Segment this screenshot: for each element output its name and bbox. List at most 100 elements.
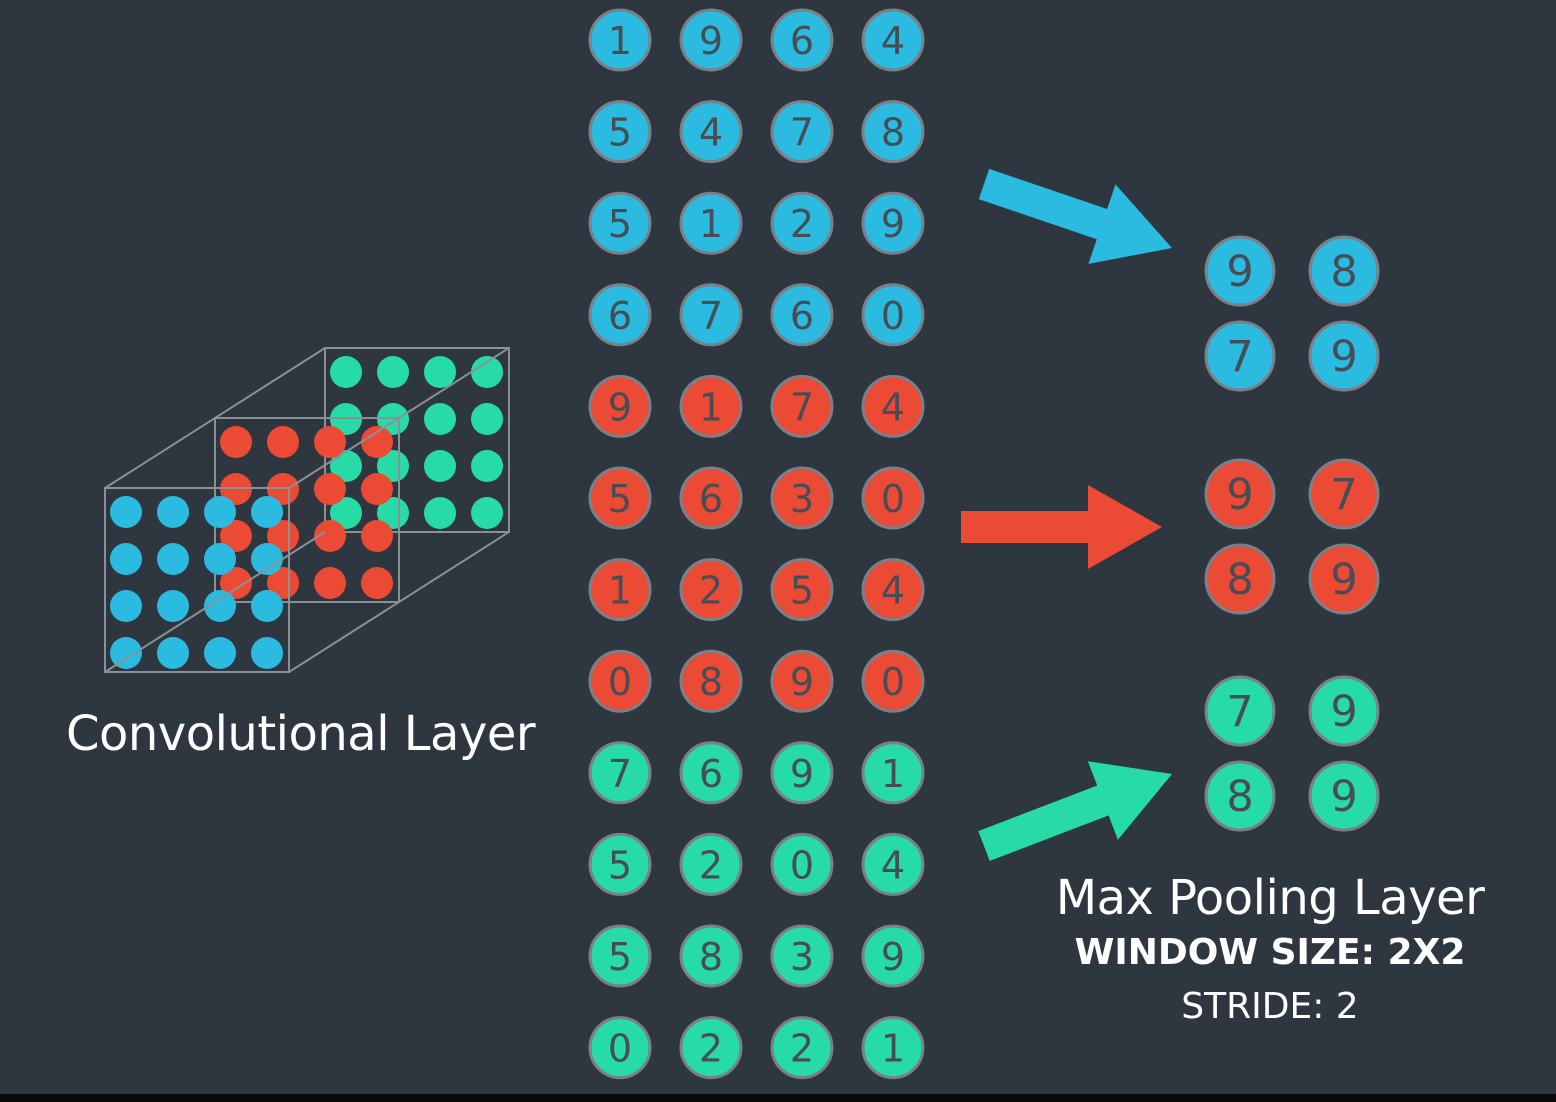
svg-text:7: 7 (1330, 470, 1357, 520)
svg-text:9: 9 (881, 202, 905, 246)
svg-text:5: 5 (608, 111, 632, 155)
svg-text:5: 5 (608, 202, 632, 246)
feature-map-cell-red: 0 (861, 466, 925, 530)
pooled-cell-green: 9 (1308, 760, 1380, 832)
svg-text:4: 4 (881, 843, 905, 887)
cube-dot (157, 637, 189, 669)
pooled-cell-green: 8 (1204, 760, 1276, 832)
cube-dot (314, 567, 346, 599)
feature-map-cell-green: 6 (679, 741, 743, 805)
svg-text:2: 2 (699, 843, 723, 887)
svg-text:9: 9 (699, 19, 723, 63)
cube-edge (104, 347, 326, 489)
pooled-cell-red: 7 (1308, 458, 1380, 530)
svg-text:6: 6 (699, 477, 723, 521)
svg-text:8: 8 (699, 660, 723, 704)
cube-edge (288, 531, 510, 673)
svg-text:5: 5 (608, 477, 632, 521)
pooled-cell-blue: 8 (1308, 235, 1380, 307)
feature-map-cell-green: 1 (861, 1016, 925, 1080)
cube-dot (204, 637, 236, 669)
convolutional-layer-label: Convolutional Layer (66, 706, 536, 762)
feature-map-cell-green: 8 (679, 924, 743, 988)
feature-map-cell-blue: 7 (770, 100, 834, 164)
feature-map-cell-green: 2 (679, 1016, 743, 1080)
svg-text:8: 8 (1226, 772, 1253, 822)
feature-map-cell-red: 2 (679, 558, 743, 622)
svg-text:7: 7 (790, 385, 814, 429)
cube-dot (267, 567, 299, 599)
feature-map-cell-green: 5 (588, 832, 652, 896)
svg-text:5: 5 (790, 569, 814, 613)
pooled-cell-red: 9 (1204, 458, 1276, 530)
svg-text:7: 7 (790, 111, 814, 155)
cube-dot (361, 426, 393, 458)
svg-text:0: 0 (790, 843, 814, 887)
svg-text:0: 0 (881, 660, 905, 704)
convolutional-layer-cube (104, 347, 510, 673)
cube-dot (424, 356, 456, 388)
feature-map-cell-blue: 1 (679, 191, 743, 255)
svg-text:8: 8 (699, 935, 723, 979)
cube-dot (251, 496, 283, 528)
cube-dot (314, 520, 346, 552)
cube-dot (377, 497, 409, 529)
feature-map-cell-red: 9 (588, 374, 652, 438)
cube-dot (267, 520, 299, 552)
cube-dot (220, 520, 252, 552)
feature-map-cell-green: 9 (770, 741, 834, 805)
svg-text:8: 8 (881, 111, 905, 155)
feature-map-cell-green: 3 (770, 924, 834, 988)
svg-text:1: 1 (699, 202, 723, 246)
svg-text:0: 0 (881, 294, 905, 338)
svg-text:0: 0 (608, 1027, 632, 1071)
svg-text:1: 1 (608, 19, 632, 63)
feature-map-cell-blue: 5 (588, 100, 652, 164)
cube-dot (220, 426, 252, 458)
pooled-cell-red: 9 (1308, 543, 1380, 615)
feature-map-cell-blue: 0 (861, 283, 925, 347)
cube-dot (471, 403, 503, 435)
pooled-cell-red: 8 (1204, 543, 1276, 615)
bottom-bar (0, 1094, 1556, 1102)
cube-dot (110, 590, 142, 622)
cube-dot (267, 426, 299, 458)
cube-dot (110, 637, 142, 669)
feature-map-cell-green: 9 (861, 924, 925, 988)
feature-map-cell-blue: 6 (770, 283, 834, 347)
cube-layer-green (324, 347, 510, 533)
cube-dot (157, 590, 189, 622)
feature-map-cell-red: 4 (861, 374, 925, 438)
svg-text:7: 7 (1226, 332, 1253, 382)
pooled-cell-green: 9 (1308, 675, 1380, 747)
cube-dot (471, 497, 503, 529)
svg-text:9: 9 (790, 752, 814, 796)
feature-map-cell-blue: 4 (861, 8, 925, 72)
feature-map-cell-red: 1 (588, 558, 652, 622)
svg-text:1: 1 (881, 752, 905, 796)
arrow-red (961, 485, 1162, 569)
feature-map-cell-green: 2 (770, 1016, 834, 1080)
feature-map-cell-blue: 9 (679, 8, 743, 72)
feature-map-cell-green: 7 (588, 741, 652, 805)
cube-dot (471, 356, 503, 388)
cube-dot (157, 543, 189, 575)
cube-layer-red (214, 417, 400, 603)
svg-text:9: 9 (1330, 687, 1357, 737)
svg-text:0: 0 (881, 477, 905, 521)
svg-text:7: 7 (1226, 687, 1253, 737)
feature-map-cell-red: 5 (770, 558, 834, 622)
feature-map-cell-green: 1 (861, 741, 925, 805)
feature-map-cell-red: 5 (588, 466, 652, 530)
svg-text:7: 7 (699, 294, 723, 338)
feature-map-cell-red: 6 (679, 466, 743, 530)
cube-dot (251, 590, 283, 622)
cube-dot (471, 450, 503, 482)
feature-map-cell-green: 0 (588, 1016, 652, 1080)
cube-dot (157, 496, 189, 528)
feature-map-cell-blue: 9 (861, 191, 925, 255)
svg-text:9: 9 (1330, 332, 1357, 382)
